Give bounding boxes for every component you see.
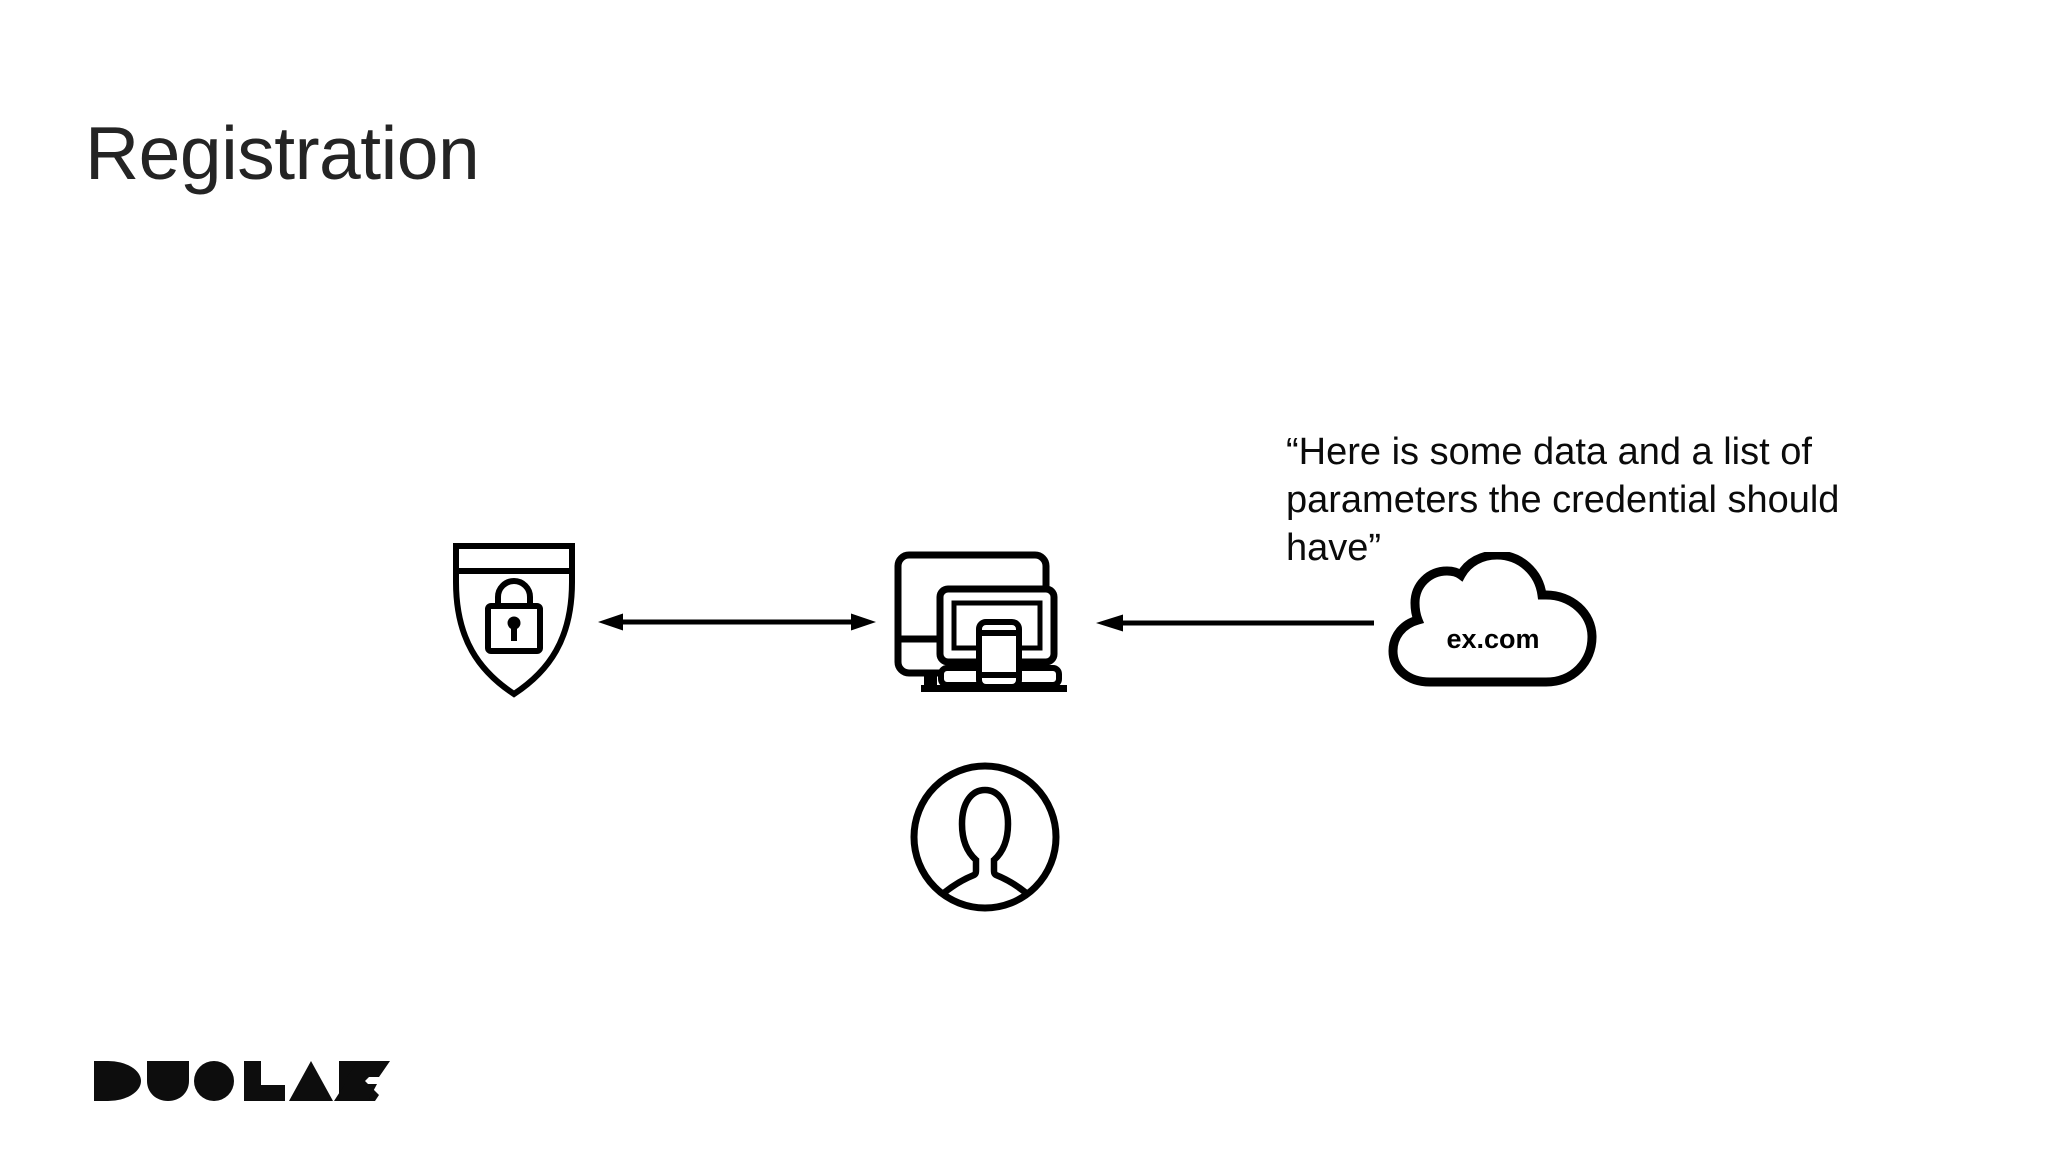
shield-outline — [453, 543, 575, 698]
logo-letter-u — [147, 1061, 189, 1101]
logo-letter-l — [244, 1061, 285, 1101]
cloud-devices-arrow — [1094, 610, 1376, 636]
person-circle — [910, 762, 1060, 912]
duo-labs-logo — [92, 1059, 392, 1103]
quote-line-1: “Here is some data and a list of — [1286, 431, 1812, 473]
page-title: Registration — [85, 111, 480, 195]
person-icon — [905, 757, 1065, 917]
devices-icon — [893, 550, 1071, 697]
shield-devices-arrow — [596, 609, 878, 635]
quote-line-2: parameters the credential should — [1286, 479, 1840, 521]
logo-letter-a — [289, 1061, 333, 1101]
person-silhouette — [924, 786, 1046, 908]
cloud-icon: ex.com — [1386, 552, 1598, 692]
arrowhead-right — [851, 613, 876, 631]
padlock-icon — [485, 578, 543, 654]
arrowhead-left — [598, 613, 623, 631]
arrowhead-left — [1096, 614, 1123, 632]
logo-letter-o — [194, 1061, 234, 1101]
shield-lock-icon — [448, 540, 580, 704]
logo-letter-d — [94, 1061, 141, 1101]
server-label: ex.com — [1446, 624, 1539, 654]
logo-letter-s — [334, 1061, 390, 1101]
phone-icon — [976, 619, 1022, 690]
quote-line-3: have” — [1286, 527, 1382, 569]
cloud-outline — [1388, 552, 1597, 687]
quote-text: “Here is some data and a list of paramet… — [1286, 428, 1926, 572]
